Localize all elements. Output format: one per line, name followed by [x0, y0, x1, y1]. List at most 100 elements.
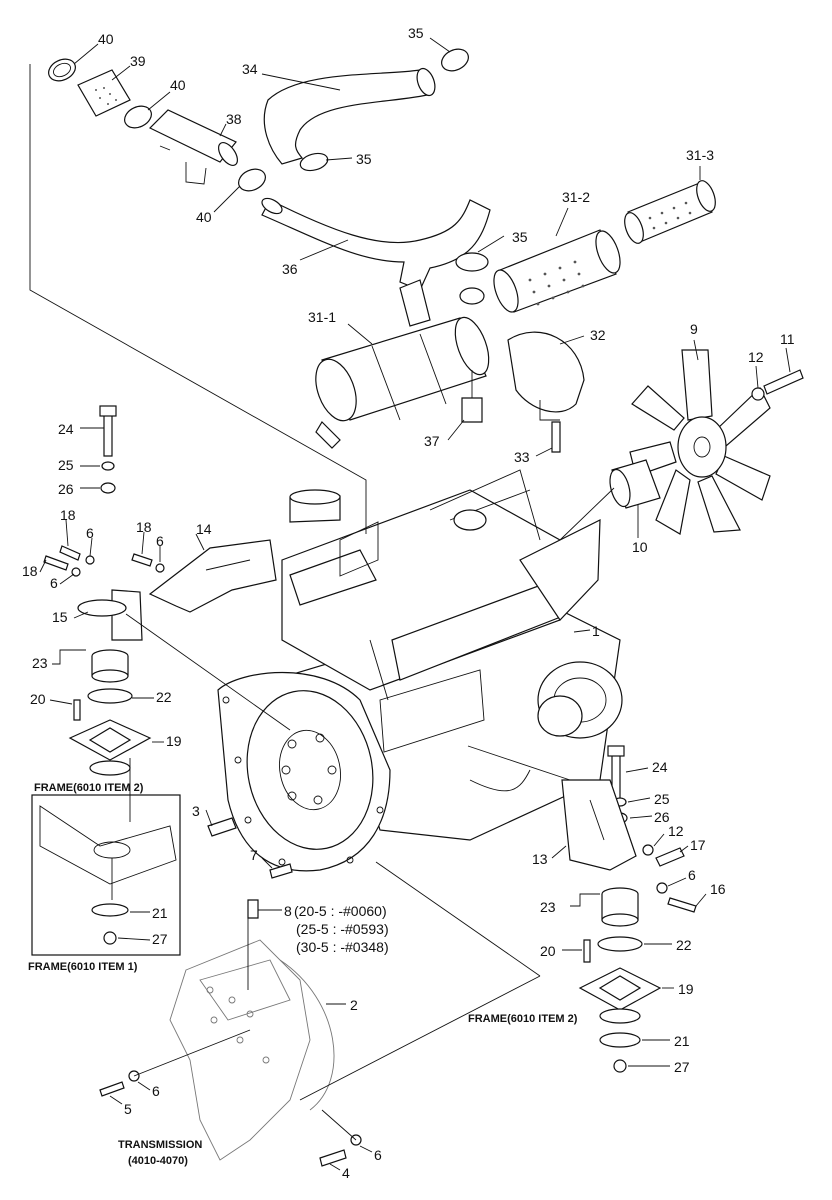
transmission-housing	[169, 939, 311, 1161]
hose-clamp-35-right[interactable]	[455, 252, 489, 272]
hose-39[interactable]	[77, 69, 131, 117]
air-cleaner-bands	[371, 333, 447, 421]
callout-26: 26	[654, 809, 670, 825]
bolt-33[interactable]	[551, 421, 561, 453]
hose-clamp-40-low[interactable]	[235, 165, 269, 195]
clamp-inner	[53, 62, 71, 78]
callout-6: 6	[156, 533, 164, 549]
callout-25: 25	[654, 791, 670, 807]
hose-34-end	[416, 67, 436, 97]
callout-35: 35	[512, 229, 528, 245]
flywheel	[246, 690, 374, 850]
hose-clamp-35-mid[interactable]	[298, 151, 329, 174]
washer-26-left[interactable]	[100, 482, 116, 494]
pipe-38[interactable]	[148, 109, 237, 163]
mounting-band-32[interactable]	[507, 331, 585, 413]
mount-19-rubber	[88, 727, 132, 753]
callout-2: 2	[350, 997, 358, 1013]
fan-hub-bore	[693, 436, 711, 458]
oil-pan-edge	[469, 769, 531, 792]
flywheel-bolt-holes	[281, 733, 337, 805]
engine-side-panel	[379, 669, 485, 753]
callout-40: 40	[170, 77, 186, 93]
hose-34[interactable]	[263, 69, 433, 165]
hose-36[interactable]	[261, 199, 491, 291]
frame-inset-border	[31, 794, 181, 956]
fan-group	[609, 349, 804, 535]
dust-valve-37[interactable]	[461, 397, 483, 423]
transmission-2[interactable]	[99, 939, 362, 1167]
callout-23: 23	[540, 899, 556, 915]
bolt-18-a[interactable]	[59, 545, 81, 561]
engine-assembly-1[interactable]	[217, 469, 623, 872]
washer-22-right[interactable]	[597, 936, 643, 952]
flywheel-center	[279, 729, 341, 811]
dowel-pin-3[interactable]	[207, 817, 237, 837]
bolt-17[interactable]	[655, 847, 685, 867]
bolt-11[interactable]	[763, 369, 804, 395]
bolt-4[interactable]	[319, 1149, 347, 1167]
callout-17: 17	[690, 837, 706, 853]
air-cleaner-outlet	[315, 421, 341, 449]
callout-31-1: 31-1	[308, 309, 336, 325]
element-31-3-end	[624, 212, 644, 244]
callout-6: 6	[50, 575, 58, 591]
nut-27-left[interactable]	[103, 931, 117, 945]
callout-1: 1	[592, 623, 600, 639]
washer-25-left[interactable]	[101, 461, 115, 471]
callout-25: 25	[58, 457, 74, 473]
transmission-top	[199, 959, 291, 1021]
right-mount-group	[561, 745, 697, 1073]
callout-20: 20	[30, 691, 46, 707]
washer-6-a[interactable]	[85, 555, 95, 565]
callout-35: 35	[356, 151, 372, 167]
caption-frame-right: FRAME(6010 ITEM 2)	[468, 1013, 578, 1025]
washer-6-c[interactable]	[155, 563, 165, 573]
mount-19-base	[89, 760, 131, 776]
callout-5: 5	[124, 1101, 132, 1117]
bolt-7[interactable]	[269, 863, 293, 879]
leader-lines	[39, 37, 791, 1171]
transmission-bell	[279, 959, 335, 1111]
thermostat-housing	[453, 509, 487, 531]
air-cleaner-inlet	[399, 279, 431, 327]
bolt-18-b[interactable]	[43, 555, 69, 571]
callout-18: 18	[22, 563, 38, 579]
callout-8-serial-1: (20-5 : -#0060)	[294, 903, 387, 919]
frame-inset	[31, 794, 181, 956]
callout-37: 37	[424, 433, 440, 449]
bolt-18-c[interactable]	[131, 553, 153, 567]
cooling-fan-9[interactable]	[629, 349, 771, 535]
bolt-20-right[interactable]	[583, 939, 591, 963]
bolt-5[interactable]	[99, 1081, 125, 1097]
bolt-20-left[interactable]	[73, 699, 81, 721]
engine-bracket-14[interactable]	[148, 539, 277, 613]
washer-21-right[interactable]	[599, 1032, 641, 1048]
washer-12-right[interactable]	[642, 844, 654, 856]
callout-27: 27	[152, 931, 168, 947]
washer-6-right[interactable]	[656, 882, 668, 894]
washer-21-left[interactable]	[91, 903, 129, 917]
rocker-cover-front	[289, 549, 377, 606]
callout-10: 10	[632, 539, 648, 555]
bolt-24-left[interactable]	[103, 413, 113, 457]
bolt-16[interactable]	[667, 897, 697, 913]
hose-clamp-35-top[interactable]	[438, 45, 472, 75]
washer-22-left[interactable]	[87, 688, 133, 704]
bolt-24-right-head	[607, 745, 625, 757]
nut-27-right[interactable]	[613, 1059, 627, 1073]
bolt-8[interactable]	[247, 899, 259, 919]
callout-27: 27	[674, 1059, 690, 1075]
callout-16: 16	[710, 881, 726, 897]
hose-clamp-40-mid[interactable]	[121, 102, 155, 132]
plate-15[interactable]	[77, 599, 127, 617]
callout-31-2: 31-2	[562, 189, 590, 205]
bolt-24-left-head	[99, 405, 117, 417]
callout-36: 36	[282, 261, 298, 277]
assembly-guide-lines	[29, 64, 615, 1141]
hose-clamp-40-top[interactable]	[45, 55, 79, 85]
callout-3: 3	[192, 803, 200, 819]
washer-12-fan[interactable]	[751, 387, 765, 401]
callout-8-serial-2: (25-5 : -#0593)	[296, 921, 389, 937]
